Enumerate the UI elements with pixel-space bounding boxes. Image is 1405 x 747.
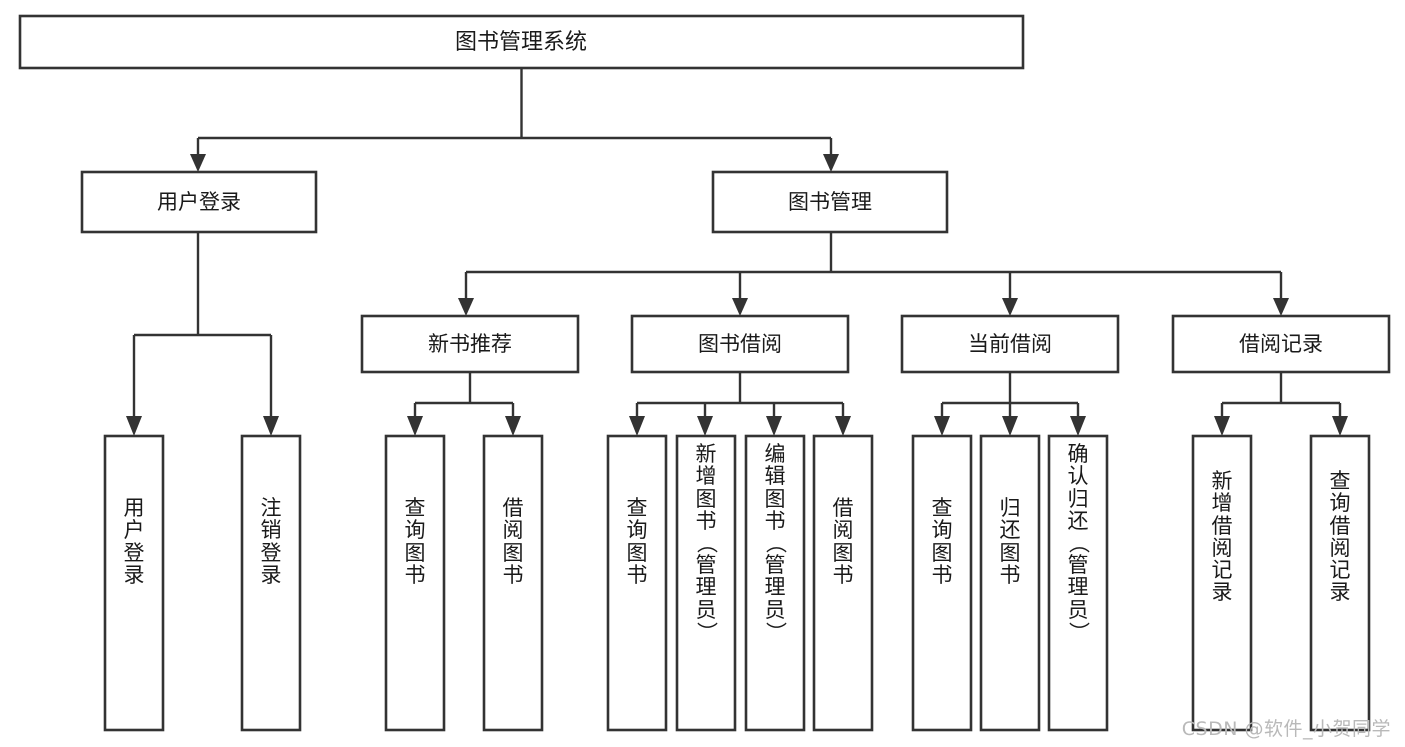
- leaf-box-br-query-record[interactable]: [1309, 434, 1371, 732]
- node-borrow-record-box[interactable]: [1171, 314, 1391, 374]
- node-book-management-label: 图书管理: [788, 190, 872, 214]
- node-root-label: 图书管理系统: [455, 30, 587, 55]
- arrowhead-bb-1: [629, 416, 645, 436]
- leaf-box-logout[interactable]: [240, 434, 302, 732]
- connector-borrowrecord-to-leaves: [1214, 372, 1348, 436]
- arrowhead-bb-4: [835, 416, 851, 436]
- arrowhead-user-login: [190, 154, 206, 172]
- leaf-box-cb-confirm-return[interactable]: [1047, 434, 1109, 732]
- arrowhead-cb-3: [1070, 416, 1086, 436]
- node-root-box[interactable]: [18, 14, 1025, 70]
- leaf-box-bb-borrow-book[interactable]: [812, 434, 874, 732]
- node-new-book-recommend[interactable]: 新书推荐: [360, 314, 580, 374]
- arrowhead-new-book: [458, 298, 474, 316]
- leaf-box-user-login[interactable]: [103, 434, 165, 732]
- node-user-login-label: 用户登录: [157, 190, 241, 214]
- arrowhead-br-2: [1332, 416, 1348, 436]
- leaf-box-cb-return-book[interactable]: [979, 434, 1041, 732]
- arrowhead-book-borrow: [732, 298, 748, 316]
- arrowhead-bb-2: [697, 416, 713, 436]
- arrowhead-leaf-logout: [263, 416, 279, 436]
- arrowhead-leaf-user-login: [126, 416, 142, 436]
- arrowhead-br-1: [1214, 416, 1230, 436]
- leaf-box-bb-edit-book[interactable]: [744, 434, 806, 732]
- arrowhead-nb-2: [505, 416, 521, 436]
- arrowhead-nb-1: [407, 416, 423, 436]
- node-user-login[interactable]: 用户登录: [80, 170, 318, 234]
- node-current-borrow[interactable]: 当前借阅: [900, 314, 1120, 374]
- node-book-borrow-box[interactable]: [630, 314, 850, 374]
- leaf-box-bb-query-book[interactable]: [606, 434, 668, 732]
- leaf-box-br-add-record[interactable]: [1191, 434, 1253, 732]
- node-user-login-box[interactable]: [80, 170, 318, 234]
- connector-newbook-to-leaves: [407, 372, 521, 436]
- leaf-box-nb-borrow-book[interactable]: [482, 434, 544, 732]
- connector-root-to-level2: [190, 68, 839, 172]
- node-new-book-recommend-box[interactable]: [360, 314, 580, 374]
- node-book-management-box[interactable]: [711, 170, 949, 234]
- arrowhead-borrow-record: [1273, 298, 1289, 316]
- node-book-borrow-label: 图书借阅: [698, 332, 782, 356]
- arrowhead-book-manage: [823, 154, 839, 172]
- leaf-box-bb-add-book[interactable]: [675, 434, 737, 732]
- leaf-box-cb-query-book[interactable]: [911, 434, 973, 732]
- connector-bookborrow-to-leaves: [629, 372, 851, 436]
- connector-bookmanage-to-level3: [458, 232, 1289, 316]
- node-book-borrow[interactable]: 图书借阅: [630, 314, 850, 374]
- arrowhead-cb-1: [934, 416, 950, 436]
- node-root-system[interactable]: 图书管理系统: [18, 14, 1025, 70]
- node-current-borrow-box[interactable]: [900, 314, 1120, 374]
- arrowhead-bb-3: [766, 416, 782, 436]
- leaf-box-nb-query-book[interactable]: [384, 434, 446, 732]
- node-current-borrow-label: 当前借阅: [968, 332, 1052, 356]
- arrowhead-current-borrow: [1002, 298, 1018, 316]
- connector-userlogin-to-leaves: [126, 232, 279, 436]
- arrowhead-cb-2: [1002, 416, 1018, 436]
- node-borrow-record[interactable]: 借阅记录: [1171, 314, 1391, 374]
- node-borrow-record-label: 借阅记录: [1239, 332, 1323, 356]
- node-new-book-recommend-label: 新书推荐: [428, 332, 512, 356]
- connector-currentborrow-to-leaves: [934, 372, 1086, 436]
- node-book-management[interactable]: 图书管理: [711, 170, 949, 234]
